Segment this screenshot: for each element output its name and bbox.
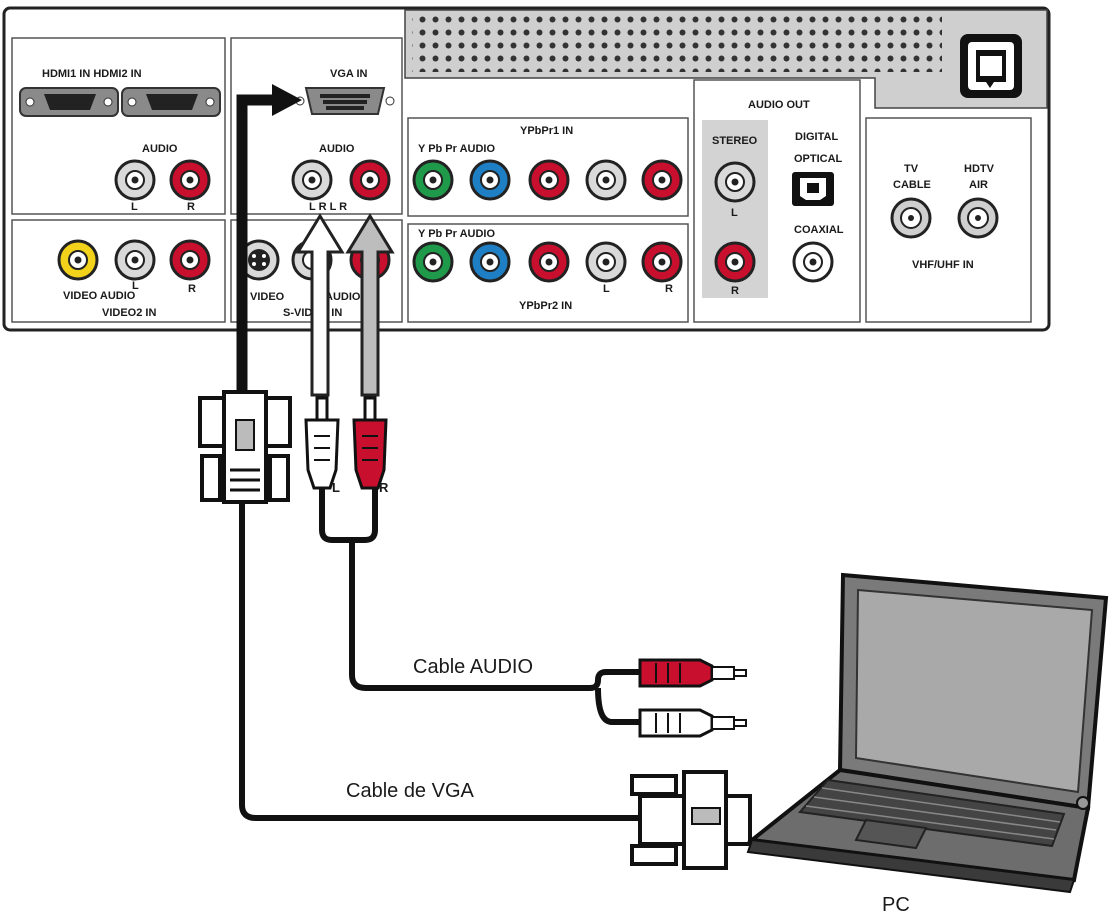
vga-audio-r-jack[interactable] <box>349 159 391 201</box>
ypbpr1-section: YPbPr1 IN Y Pb Pr AUDIO <box>407 117 689 217</box>
pc-label: PC <box>882 894 910 916</box>
rca-plug-left <box>304 396 340 490</box>
video2-r-label: R <box>188 283 196 295</box>
tv-cable-connector[interactable] <box>890 197 932 239</box>
stereo-r-jack[interactable] <box>714 241 756 283</box>
audio-cable <box>319 488 640 725</box>
video2-label: VIDEO2 IN <box>102 307 156 319</box>
ypbpr2-audio-r-jack[interactable] <box>641 241 683 283</box>
cable-label: CABLE <box>893 179 931 191</box>
ypbpr1-audio-l-jack[interactable] <box>585 159 627 201</box>
ypbpr1-y-jack[interactable] <box>412 159 454 201</box>
stereo-l-jack[interactable] <box>714 161 756 203</box>
ypbpr2-title: YPbPr2 IN <box>519 300 572 312</box>
vga-audio-label: AUDIO <box>319 143 355 155</box>
rca-plug-pc-white <box>638 708 747 738</box>
vga-arrow-icon <box>272 84 302 116</box>
coaxial-jack[interactable] <box>792 241 834 283</box>
ypbpr1-audio-r-jack[interactable] <box>641 159 683 201</box>
vga-cable <box>236 84 640 821</box>
ypbpr2-audio-l-jack[interactable] <box>585 241 627 283</box>
ypbpr2-y-jack[interactable] <box>412 241 454 283</box>
hdtv-label: HDTV <box>964 163 995 175</box>
hdmi-audio-label: AUDIO <box>142 143 178 155</box>
svideo-audio-label: AUDIO <box>325 291 361 303</box>
ypbpr2-sub: Y Pb Pr AUDIO <box>418 228 495 240</box>
air-label: AIR <box>969 179 988 191</box>
ypbpr2-pb-jack[interactable] <box>469 241 511 283</box>
tv-back-panel: HDMI1 IN HDMI2 IN AUDIO <box>2 6 1051 332</box>
ypbpr1-title: YPbPr1 IN <box>520 125 573 137</box>
ypbpr1-pb-jack[interactable] <box>469 159 511 201</box>
vga-port[interactable] <box>295 87 395 115</box>
video2-audio-l-jack[interactable] <box>114 239 156 281</box>
rca-plug-pc-red <box>638 658 747 688</box>
video2-audio-label: VIDEO AUDIO <box>63 290 136 302</box>
tv-label: TV <box>904 163 919 175</box>
video2-l-label: L <box>132 280 139 292</box>
plug-left-label: L <box>332 480 340 495</box>
audio-out-section: AUDIO OUT STEREO L R DIGITAL OPTICAL <box>693 79 861 323</box>
vga-plug-tv-end <box>198 390 292 504</box>
audio-out-label: AUDIO OUT <box>748 99 810 111</box>
video2-audio-r-jack[interactable] <box>169 239 211 281</box>
stereo-l-label: L <box>731 207 738 219</box>
rf-input-section: TV CABLE HDTV AIR VHF/UHF IN <box>865 117 1032 323</box>
ypbpr2-pr-jack[interactable] <box>528 241 570 283</box>
hdmi-label: HDMI1 IN HDMI2 IN <box>42 68 142 80</box>
vga-audio-lr-label: L R L R <box>309 201 347 213</box>
ypbpr1-sub: Y Pb Pr AUDIO <box>418 143 495 155</box>
audio-r-arrow-icon <box>345 213 395 397</box>
plug-right-label: R <box>379 480 389 495</box>
vga-label: VGA IN <box>330 68 368 80</box>
ypbpr2-section: Y Pb Pr AUDIO <box>407 223 689 323</box>
video2-video-jack[interactable] <box>57 239 99 281</box>
cable-audio-label: Cable AUDIO <box>413 656 533 678</box>
vga-section: VGA IN AUDIO L R L R <box>230 37 403 215</box>
ypbpr1-pr-jack[interactable] <box>528 159 570 201</box>
rca-plug-right <box>352 396 388 490</box>
hdmi-section: HDMI1 IN HDMI2 IN AUDIO <box>11 37 226 215</box>
optical-port-icon[interactable] <box>792 172 834 206</box>
vga-plug-pc-end <box>630 770 752 870</box>
svideo-port[interactable] <box>238 239 280 281</box>
laptop-icon <box>746 572 1109 894</box>
coaxial-label: COAXIAL <box>794 224 844 236</box>
vent-grille <box>412 16 942 72</box>
hdmi-audio-r-label: R <box>187 201 195 213</box>
vga-audio-l-jack[interactable] <box>291 159 333 201</box>
stereo-r-label: R <box>731 285 739 297</box>
hdmi2-port[interactable] <box>121 87 221 117</box>
hdtv-air-connector[interactable] <box>957 197 999 239</box>
audio-l-arrow-icon <box>295 213 345 397</box>
ypbpr2-l-label: L <box>603 283 610 295</box>
vhf-uhf-label: VHF/UHF IN <box>912 259 974 271</box>
power-socket-icon <box>960 34 1022 98</box>
svideo-video-label: VIDEO <box>250 291 285 303</box>
hdmi1-port[interactable] <box>19 87 119 117</box>
hdmi-audio-r-jack[interactable] <box>169 159 211 201</box>
hdmi-audio-l-label: L <box>131 201 138 213</box>
ypbpr2-r-label: R <box>665 283 673 295</box>
stereo-label: STEREO <box>712 135 758 147</box>
cable-vga-label: Cable de VGA <box>346 780 475 802</box>
hdmi-audio-l-jack[interactable] <box>114 159 156 201</box>
video2-section: VIDEO AUDIO L R VIDEO2 IN <box>11 219 226 323</box>
digital-label: DIGITAL <box>795 131 838 143</box>
optical-label: OPTICAL <box>794 153 843 165</box>
